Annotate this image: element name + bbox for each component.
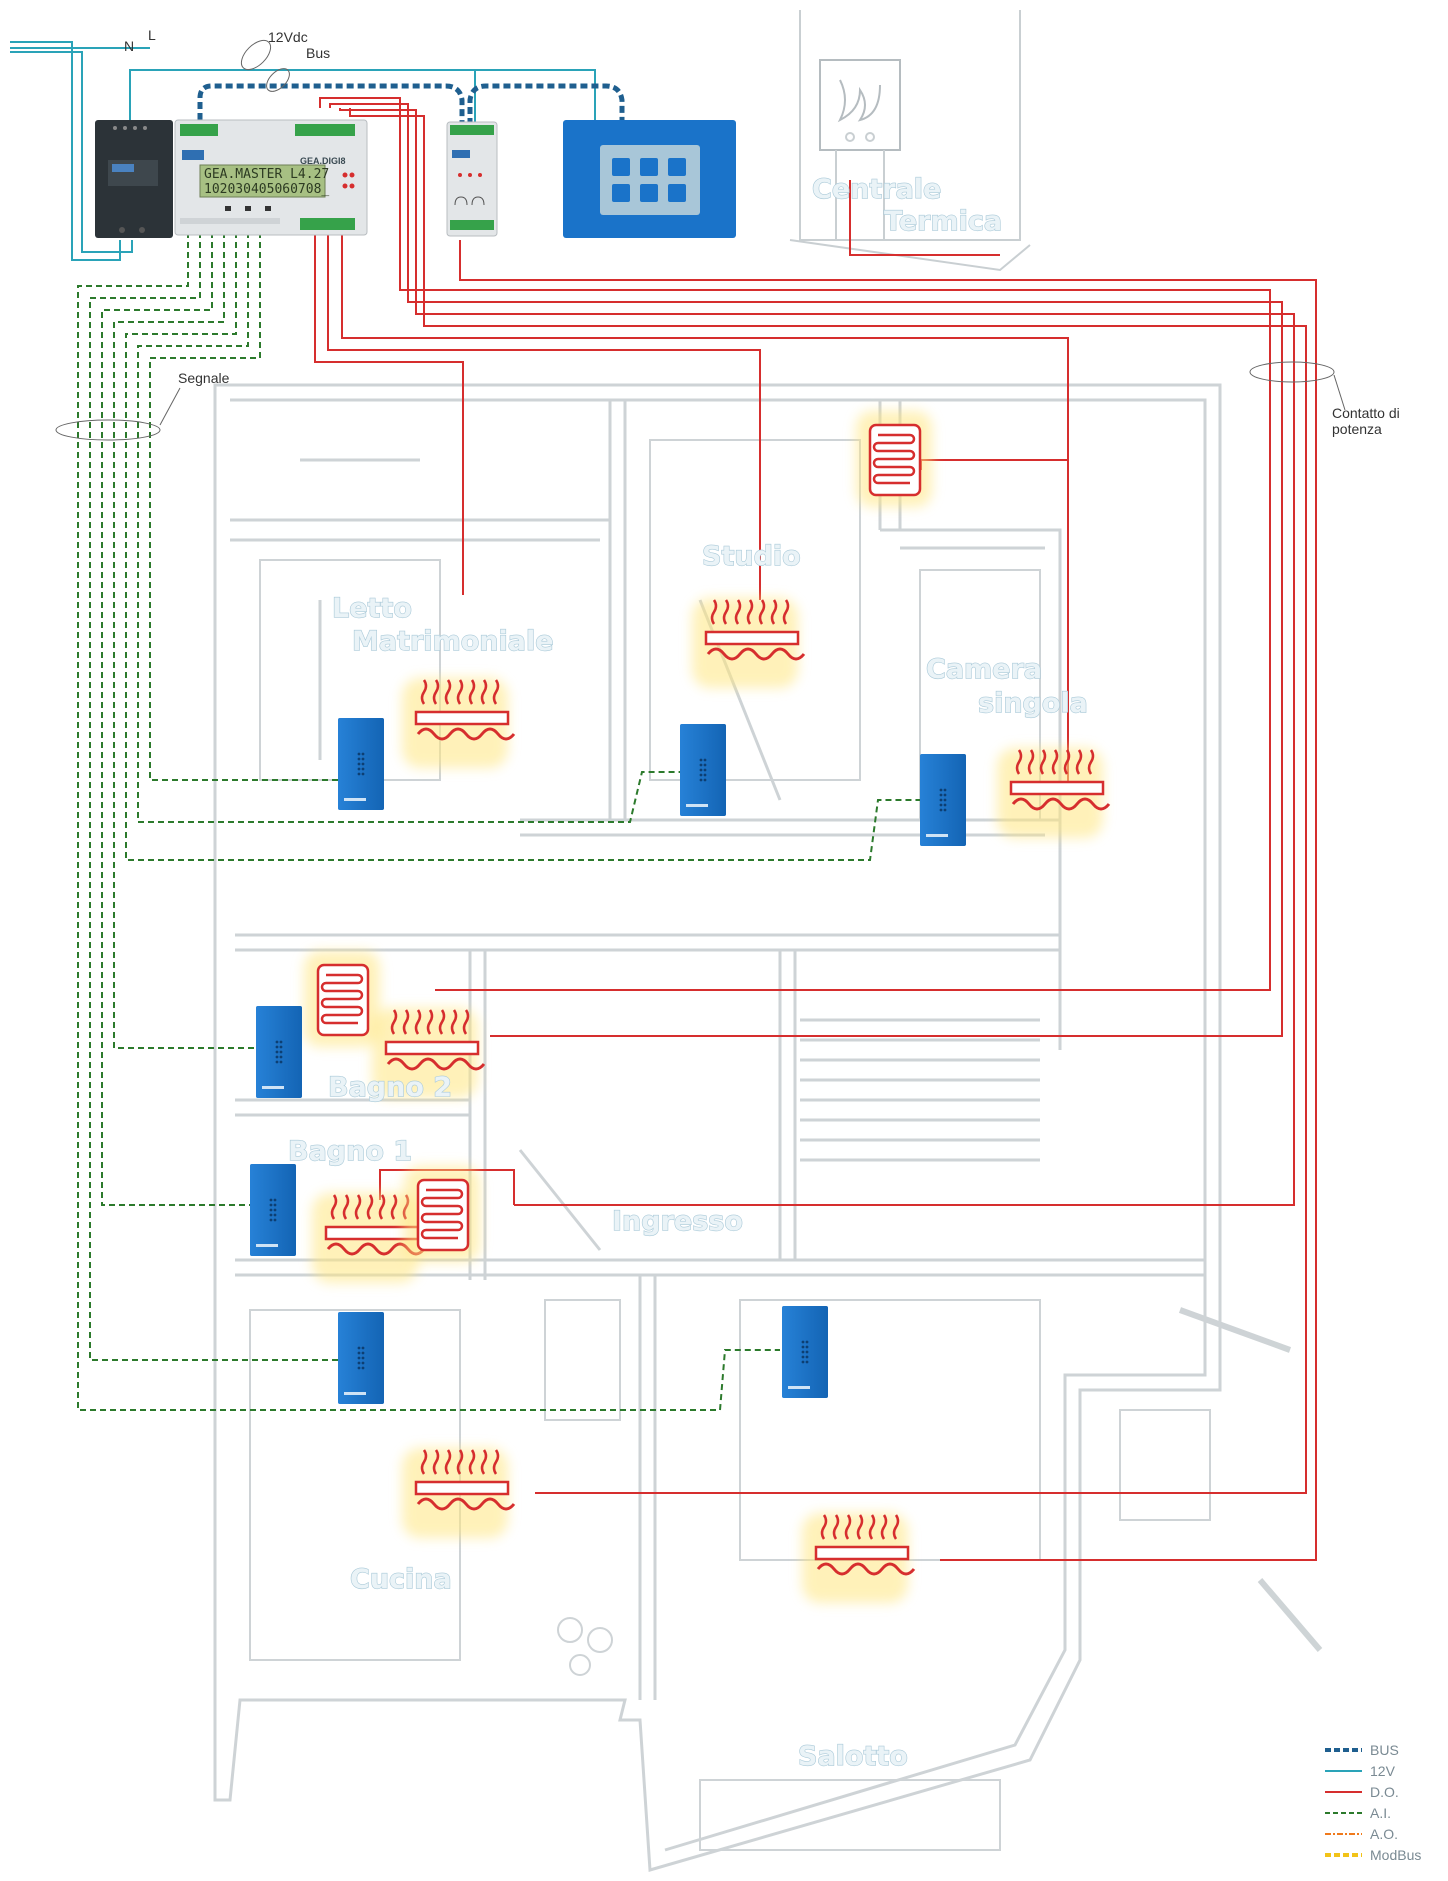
- floor-heater-camera: [997, 748, 1109, 838]
- legend-do: D.O.: [1370, 1784, 1399, 1800]
- sensor-salotto: [782, 1306, 828, 1398]
- floor-heater-salotto: [802, 1513, 914, 1603]
- bus-lines: [197, 83, 625, 125]
- towel-heater-bagno2: [304, 951, 380, 1047]
- sensor-cucina: [338, 1312, 384, 1404]
- towel-heater-camera: [856, 411, 932, 507]
- room-ingresso: Ingresso: [612, 1206, 743, 1237]
- gea-master-controller: GEA.DIGI8 GEA.MASTER L4.27 1020304050607…: [174, 119, 368, 236]
- room-cucina: Cucina: [350, 1564, 452, 1595]
- towel-heater-bagno1: [404, 1166, 480, 1262]
- central-label-2: Termica: [884, 206, 1002, 237]
- line-label: L: [148, 27, 156, 43]
- master-brand: GEA.DIGI8: [300, 156, 346, 166]
- sensor-letto: [338, 718, 384, 810]
- do-wires: [314, 97, 1317, 1561]
- bus-label: Bus: [306, 45, 330, 61]
- legend-12v: 12V: [1370, 1763, 1396, 1779]
- power-contact-loop: [1249, 361, 1335, 383]
- v12-loop: [266, 68, 290, 92]
- room-letto-1: Letto: [332, 593, 412, 624]
- room-studio: Studio: [702, 541, 801, 572]
- ai-wires: [77, 232, 920, 1411]
- signal-loop: [55, 419, 161, 441]
- touch-panel: [563, 120, 736, 238]
- boiler-sketch: [789, 10, 1031, 272]
- bus-loop: [240, 39, 272, 71]
- sensor-camera: [920, 754, 966, 846]
- legend-bus: BUS: [1370, 1742, 1399, 1758]
- lcd-line-1: GEA.MASTER L4.27: [204, 167, 329, 182]
- sensor-studio: [680, 724, 726, 816]
- room-salotto: Salotto: [798, 1741, 908, 1772]
- lcd-line-2: 102030405060708_: [204, 182, 329, 197]
- signal-label: Segnale: [178, 370, 230, 386]
- legend-ao: A.O.: [1370, 1826, 1398, 1842]
- room-letto-2: Matrimoniale: [352, 626, 554, 657]
- voltage-label: 12Vdc: [268, 29, 308, 45]
- sensor-bagno1: [250, 1164, 296, 1256]
- room-bagno2: Bagno 2: [328, 1072, 452, 1103]
- floor-heater-studio: [692, 598, 804, 688]
- power-contact-label-2: potenza: [1332, 421, 1382, 437]
- legend-ai: A.I.: [1370, 1805, 1391, 1821]
- legend-modbus: ModBus: [1370, 1847, 1421, 1863]
- legend: BUS 12V D.O. A.I. A.O. ModBus: [1325, 1742, 1421, 1863]
- room-bagno1: Bagno 1: [288, 1136, 412, 1167]
- floor-heater-letto: [402, 678, 514, 768]
- central-label-1: Centrale: [812, 174, 941, 205]
- room-camera-2: singola: [978, 688, 1088, 719]
- relay-module: [446, 121, 498, 237]
- power-contact-label-1: Contatto di: [1332, 405, 1400, 421]
- power-lines: [10, 41, 596, 261]
- room-camera-1: Camera: [926, 654, 1042, 685]
- power-supply-module: [95, 120, 173, 238]
- floor-plan: [213, 383, 1323, 1872]
- neutral-label: N: [124, 38, 134, 54]
- floor-heater-cucina: [402, 1448, 514, 1538]
- sensor-bagno2: [256, 1006, 302, 1098]
